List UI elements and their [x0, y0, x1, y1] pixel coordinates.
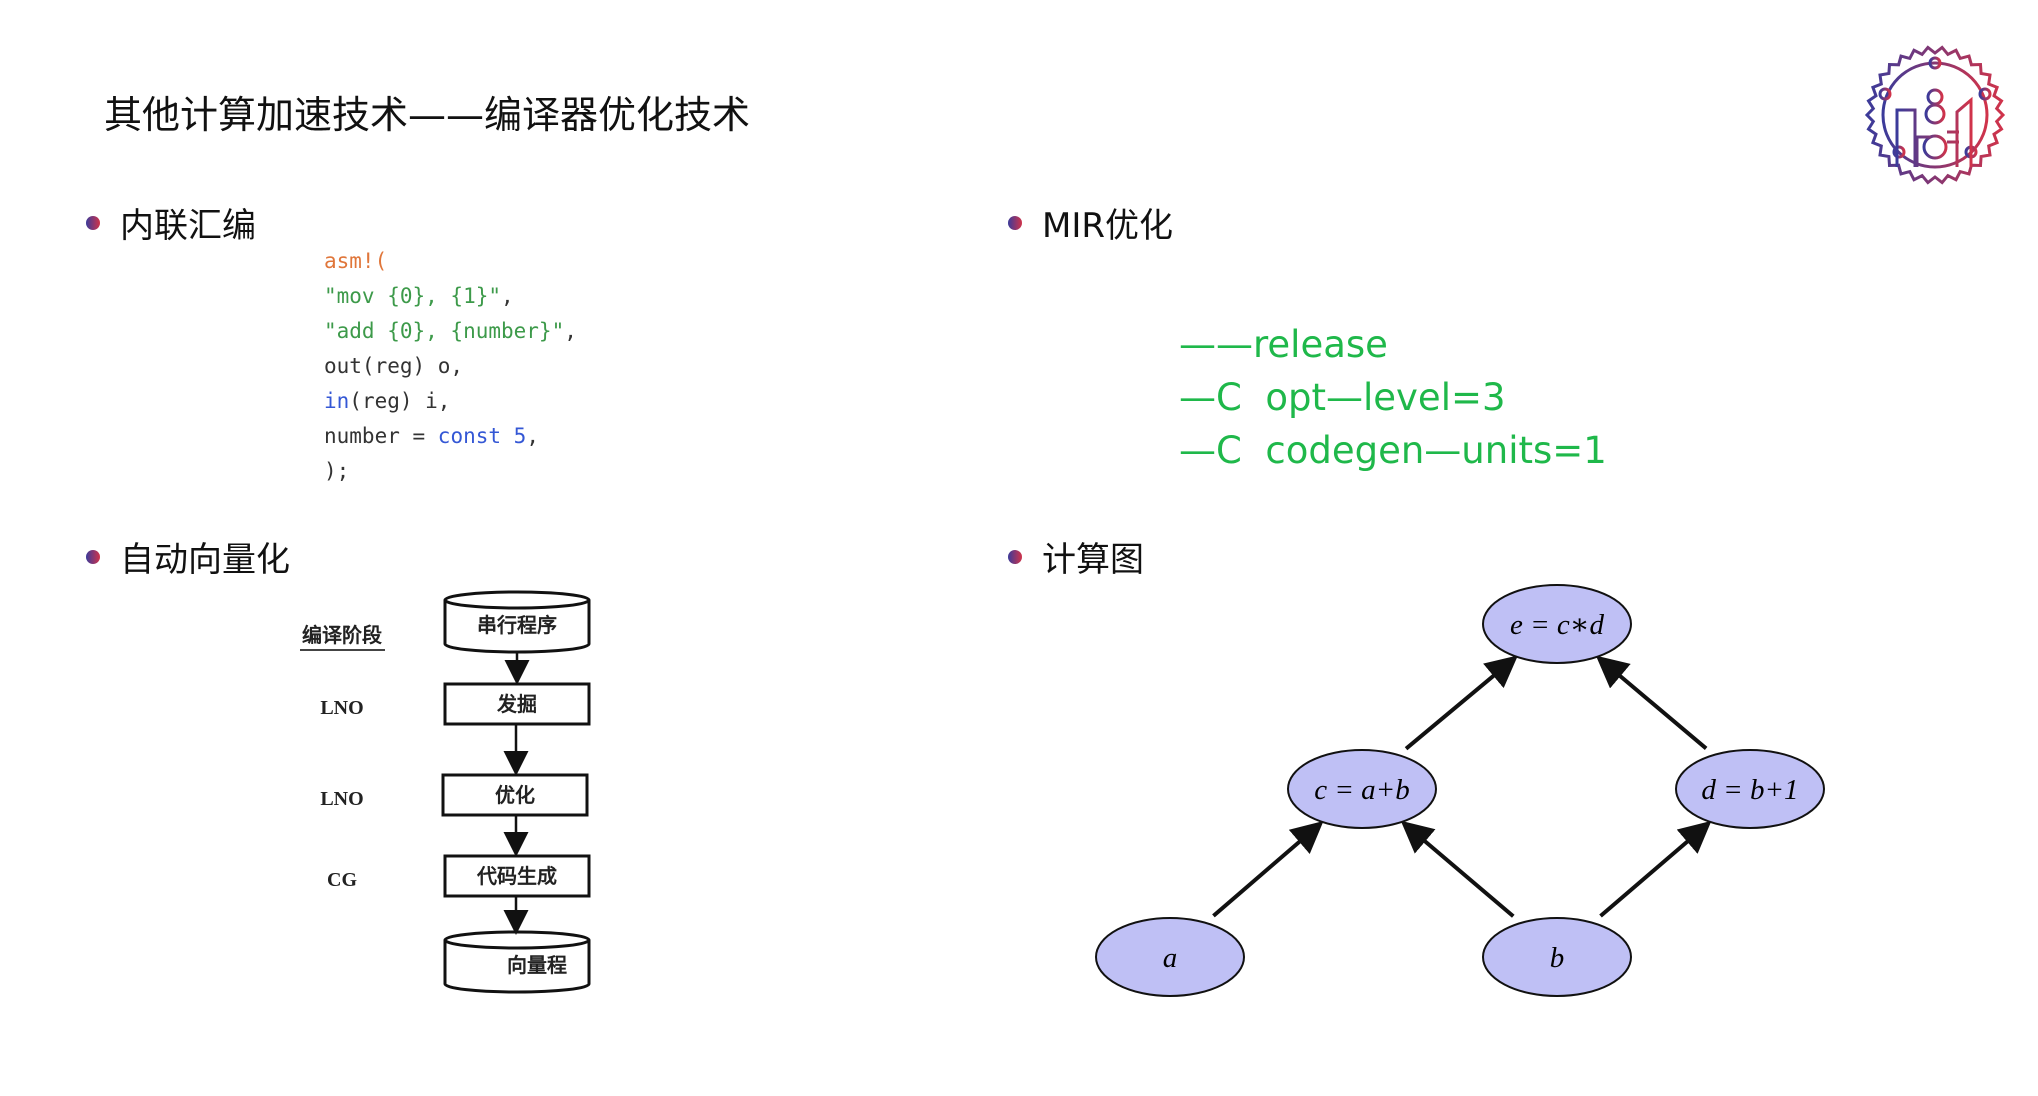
flag-line: ——release: [1179, 323, 1388, 366]
code-token: const 5: [437, 424, 527, 448]
code-token: asm!(: [324, 249, 388, 273]
bullet-dot-icon: [86, 215, 100, 230]
stage-label: LNO: [320, 788, 363, 810]
step-label: 代码生成: [476, 864, 557, 888]
code-line: number = const 5,: [324, 419, 577, 454]
university-logo-icon: [1864, 45, 2006, 185]
cylinder-top: [443, 590, 591, 610]
code-token: );: [324, 459, 350, 483]
bullet-graph: 计算图: [1008, 532, 1144, 581]
code-token: out(reg) o,: [324, 354, 464, 378]
bullet-dot-icon: [1008, 549, 1022, 564]
code-token: ,: [526, 424, 539, 448]
node-d: [1675, 749, 1825, 829]
edge-b-c: [1400, 820, 1515, 918]
flag-line: —C opt—level=3: [1179, 376, 1506, 419]
slide-title: 其他计算加速技术——编译器优化技术: [104, 93, 751, 137]
edge-c-e: [1404, 655, 1518, 751]
code-token: in: [324, 389, 350, 413]
asm-code-block: asm!("mov {0}, {1}","add {0}, {number}",…: [324, 244, 577, 489]
edge-d-e: [1595, 655, 1708, 750]
node-c: [1287, 749, 1437, 829]
code-token: ,: [501, 284, 514, 308]
code-line: in(reg) i,: [324, 384, 577, 419]
bullet-dot-icon: [86, 549, 100, 564]
stage-label: LNO: [320, 697, 363, 719]
compiler-flags: ——release —C opt—level=3 —C codegen—units=…: [1179, 318, 1607, 477]
stage-header: 编译阶段: [302, 623, 382, 647]
bullet-inline-asm: 内联汇编: [86, 198, 256, 247]
stage-label: CG: [327, 869, 357, 891]
step-label: 发掘: [496, 692, 537, 716]
step-label: 向量程: [507, 953, 567, 977]
node-a: [1095, 917, 1245, 997]
bullet-dot-icon: [1008, 215, 1022, 230]
section-heading: 自动向量化: [120, 540, 290, 580]
node-label-d: d = b+1: [1701, 774, 1798, 806]
bullet-autovec: 自动向量化: [86, 532, 290, 581]
code-token: (reg) i,: [349, 389, 451, 413]
vectorization-flowchart: 编译阶段 LNO LNO CG 串行程序 发掘 优化 代码生成 向量程: [300, 590, 591, 994]
bullet-mir: MIR优化: [1008, 198, 1173, 247]
code-token: "mov {0}, {1}": [324, 284, 502, 308]
section-heading: 内联汇编: [120, 206, 256, 246]
code-line: );: [324, 454, 577, 489]
step-label: 串行程序: [477, 613, 557, 637]
node-label-b: b: [1550, 942, 1565, 974]
section-heading: 计算图: [1042, 540, 1144, 580]
code-token: ,: [564, 319, 577, 343]
code-line: "mov {0}, {1}",: [324, 279, 577, 314]
flag-line: —C codegen—units=1: [1179, 429, 1607, 472]
code-line: out(reg) o,: [324, 349, 577, 384]
node-label-e: e = c∗d: [1510, 609, 1605, 641]
step-cylinder: [443, 940, 591, 994]
node-e: [1482, 584, 1632, 664]
code-token: "add {0}, {number}": [324, 319, 565, 343]
node-b: [1482, 917, 1632, 997]
code-line: "add {0}, {number}",: [324, 314, 577, 349]
node-label-c: c = a+b: [1314, 774, 1410, 806]
step-box: [441, 773, 589, 817]
code-line: asm!(: [324, 244, 577, 279]
code-token: number =: [324, 424, 438, 448]
edge-b-d: [1599, 820, 1712, 918]
step-label: 优化: [495, 783, 535, 807]
node-label-a: a: [1163, 942, 1178, 974]
section-heading: MIR优化: [1042, 206, 1173, 246]
edge-a-c: [1212, 821, 1324, 918]
